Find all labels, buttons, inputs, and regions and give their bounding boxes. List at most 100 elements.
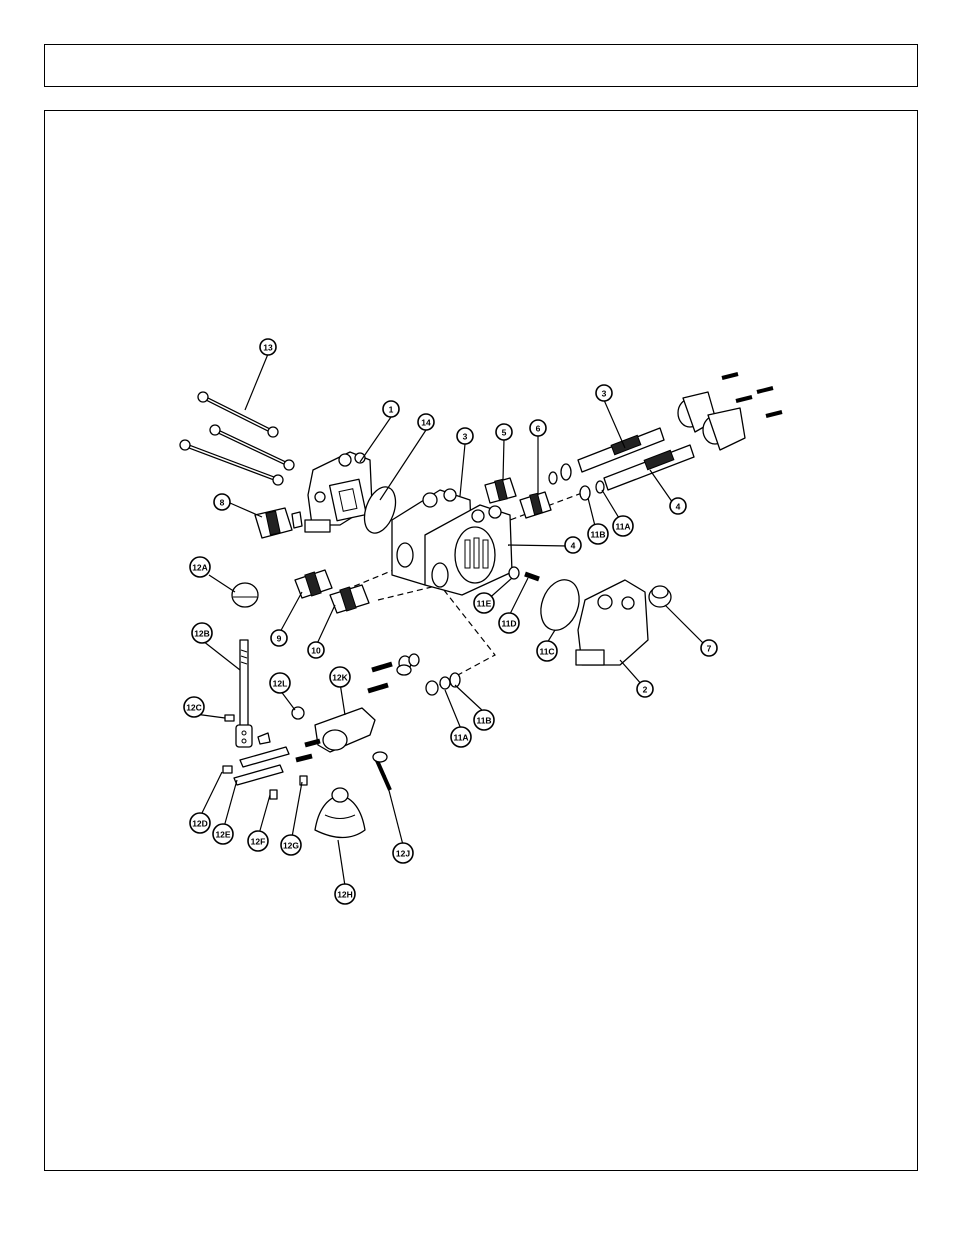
callout-circle — [564, 536, 582, 554]
callout-circle — [247, 830, 269, 852]
callout-circle — [189, 556, 211, 578]
callout-circle — [307, 641, 325, 659]
work-sections — [391, 488, 513, 596]
callout-circle — [334, 883, 356, 905]
callout-text: 3 — [463, 432, 468, 442]
callout-11c: 11C — [536, 640, 558, 662]
callout-11b: 11B — [473, 709, 495, 731]
part-11E — [508, 566, 520, 580]
callout-11d: 11D — [498, 612, 520, 634]
callout-circle — [636, 680, 654, 698]
callout-circle — [456, 427, 474, 445]
callout-circle — [269, 672, 291, 694]
callout-text: 11C — [539, 647, 554, 657]
callout-circle — [212, 823, 234, 845]
callout-text: 11B — [590, 530, 605, 540]
callout-circle — [612, 515, 634, 537]
callout-text: 12K — [332, 673, 348, 683]
lower-parts — [231, 569, 370, 614]
callout-circle — [587, 523, 609, 545]
relief-valve-8 — [254, 507, 303, 539]
callout-circle — [329, 666, 351, 688]
callout-text: 11B — [476, 716, 491, 726]
callout-circle — [183, 696, 205, 718]
callout-text: 8 — [220, 498, 225, 508]
o-ring-11C — [540, 579, 580, 631]
callout-12g: 12G — [280, 834, 302, 856]
callout-text: 11A — [453, 733, 468, 743]
callout-circle — [700, 639, 718, 657]
callout-12a: 12A — [189, 556, 211, 578]
callout-circle — [595, 384, 613, 402]
callout-text: 13 — [263, 343, 273, 353]
callout-text: 7 — [707, 644, 712, 654]
callout-11e: 11E — [473, 592, 495, 614]
callout-12h: 12H — [334, 883, 356, 905]
callout-12e: 12E — [212, 823, 234, 845]
callout-text: 12D — [192, 819, 208, 829]
callout-12j: 12J — [392, 842, 414, 864]
callout-text: 9 — [277, 634, 282, 644]
cap-bolts — [721, 372, 783, 418]
spools — [577, 391, 746, 501]
callout-text: 12J — [396, 849, 410, 859]
linkage-parts — [222, 746, 392, 800]
outlet-section — [575, 579, 649, 666]
callout-4: 4 — [564, 536, 582, 554]
callout-4: 4 — [669, 497, 687, 515]
callout-circle — [191, 622, 213, 644]
callout-circle — [473, 592, 495, 614]
callout-text: 12L — [273, 679, 288, 689]
callout-14: 14 — [417, 413, 435, 431]
callout-circle — [280, 834, 302, 856]
callout-12f: 12F — [247, 830, 269, 852]
callout-12b: 12B — [191, 622, 213, 644]
callout-text: 12H — [337, 890, 353, 900]
callout-8: 8 — [213, 493, 231, 511]
callout-circle — [270, 629, 288, 647]
callout-11a: 11A — [612, 515, 634, 537]
lever-12B — [224, 639, 271, 748]
callout-circle — [473, 709, 495, 731]
callout-12k: 12K — [329, 666, 351, 688]
callout-12d: 12D — [189, 812, 211, 834]
header-box — [44, 44, 918, 87]
callout-10: 10 — [307, 641, 325, 659]
callout-circle — [392, 842, 414, 864]
callout-text: 4 — [571, 541, 576, 551]
callout-5: 5 — [495, 423, 513, 441]
callout-text: 1 — [389, 405, 394, 415]
callout-text: 6 — [536, 424, 541, 434]
part-11D — [524, 571, 540, 582]
callout-text: 2 — [643, 685, 648, 695]
callout-circle — [259, 338, 277, 356]
callout-3: 3 — [595, 384, 613, 402]
handle-bracket-12K — [291, 653, 461, 763]
callout-6: 6 — [529, 419, 547, 437]
callout-text: 4 — [676, 502, 681, 512]
callout-11a: 11A — [450, 726, 472, 748]
callout-text: 11E — [477, 599, 492, 609]
callout-circle — [669, 497, 687, 515]
callout-12c: 12C — [183, 696, 205, 718]
callout-text: 12G — [283, 841, 299, 851]
callout-text: 5 — [502, 428, 507, 438]
plug-7 — [648, 585, 672, 608]
callout-text: 12B — [194, 629, 210, 639]
inlet-section — [304, 451, 373, 533]
callout-text: 12F — [251, 837, 266, 847]
diagram-frame — [44, 110, 918, 1171]
callout-circle — [213, 493, 231, 511]
callout-circle — [498, 612, 520, 634]
callout-text: 12A — [192, 563, 208, 573]
callout-circle — [417, 413, 435, 431]
leader-lines — [194, 353, 706, 887]
callout-circle — [536, 640, 558, 662]
callout-text: 12E — [215, 830, 230, 840]
callout-text: 14 — [421, 418, 431, 428]
callout-text: 11A — [615, 522, 630, 532]
callout-text: 12C — [186, 703, 202, 713]
callout-3: 3 — [456, 427, 474, 445]
callout-text: 11D — [501, 619, 516, 629]
callout-labels: 13 1 14 3 5 6 3 4 11B 11A 8 4 12A 11E 9 10 11D 11C 7 12B 2 12… — [183, 338, 718, 905]
